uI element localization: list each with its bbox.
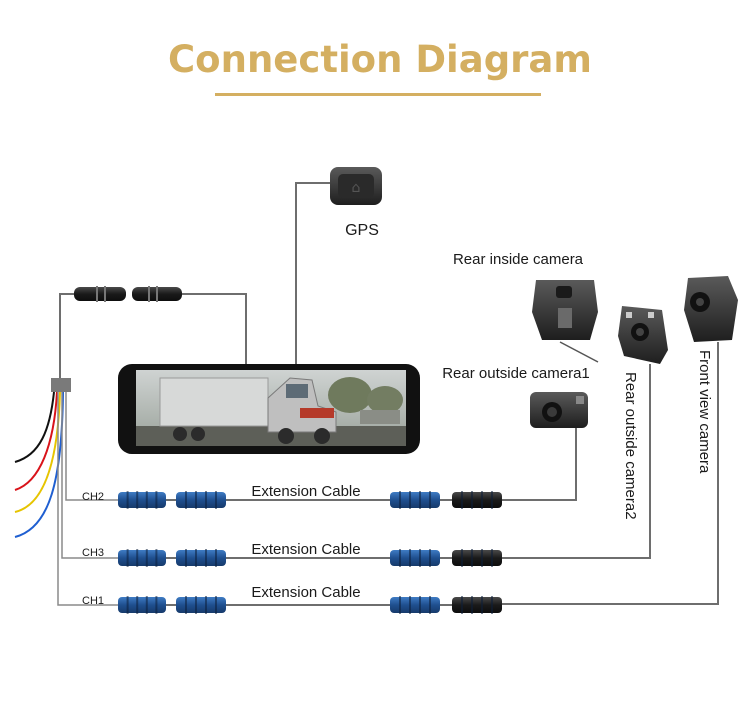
gps-label: GPS bbox=[345, 222, 379, 239]
ch1-chain bbox=[118, 596, 502, 614]
ch2-chain bbox=[118, 491, 502, 509]
ch3-connector-3 bbox=[390, 549, 440, 567]
mirror-monitor bbox=[118, 364, 420, 454]
ch3-connector-2 bbox=[176, 549, 226, 567]
channel-label-ch2: CH2 bbox=[82, 491, 104, 503]
ch3-wire bbox=[61, 392, 118, 559]
ch3-connector-1 bbox=[118, 549, 166, 567]
rear-outside-camera2-icon bbox=[618, 306, 668, 364]
ch2-connector-1 bbox=[118, 491, 166, 509]
ch1-connector-3 bbox=[390, 596, 440, 614]
power-wires bbox=[14, 391, 64, 538]
rear-outside-camera1-wire bbox=[502, 428, 577, 501]
cable-label-ch2: Extension Cable bbox=[251, 483, 360, 500]
front-view-camera-wire bbox=[502, 342, 719, 605]
gps-icon: ⌂ bbox=[330, 167, 382, 205]
aux-connector-male bbox=[74, 286, 126, 302]
ch3-connector-4 bbox=[452, 549, 502, 567]
rear-outside-camera2-label: Rear outside camera2 bbox=[622, 372, 639, 520]
ch2-wire bbox=[65, 392, 118, 501]
ch2-connector-2 bbox=[176, 491, 226, 509]
aux-wire-left bbox=[59, 293, 74, 378]
diagram-title: Connection Diagram bbox=[168, 38, 592, 81]
svg-text:⌂: ⌂ bbox=[352, 180, 361, 196]
ch2-connector-4 bbox=[452, 491, 502, 509]
ch1-connector-4 bbox=[452, 596, 502, 614]
ch3-chain bbox=[118, 549, 502, 567]
rear-outside-camera1-icon bbox=[530, 392, 588, 428]
ch2-connector-3 bbox=[390, 491, 440, 509]
channel-label-ch1: CH1 bbox=[82, 595, 104, 607]
channel-label-ch3: CH3 bbox=[82, 547, 104, 559]
title-underline bbox=[215, 93, 541, 96]
aux-wire-right bbox=[182, 293, 247, 366]
front-view-camera-icon bbox=[684, 276, 738, 342]
rear-outside-camera2-wire bbox=[502, 364, 651, 559]
connector-chains bbox=[118, 491, 502, 614]
rear-inside-camera-label: Rear inside camera bbox=[453, 251, 584, 268]
ch1-wire bbox=[57, 392, 118, 606]
rear-inside-camera-icon bbox=[532, 280, 598, 340]
ch1-connector-1 bbox=[118, 596, 166, 614]
rear-outside-camera1-label: Rear outside camera1 bbox=[442, 365, 590, 382]
cable-label-ch1: Extension Cable bbox=[251, 584, 360, 601]
rear-inside-camera-lead bbox=[559, 341, 599, 363]
cable-label-ch3: Extension Cable bbox=[251, 541, 360, 558]
wire-junction bbox=[51, 378, 71, 392]
ch1-connector-2 bbox=[176, 596, 226, 614]
front-view-camera-label: Front view camera bbox=[696, 350, 713, 474]
gps-wire bbox=[295, 182, 330, 366]
aux-connector-female bbox=[132, 286, 182, 302]
